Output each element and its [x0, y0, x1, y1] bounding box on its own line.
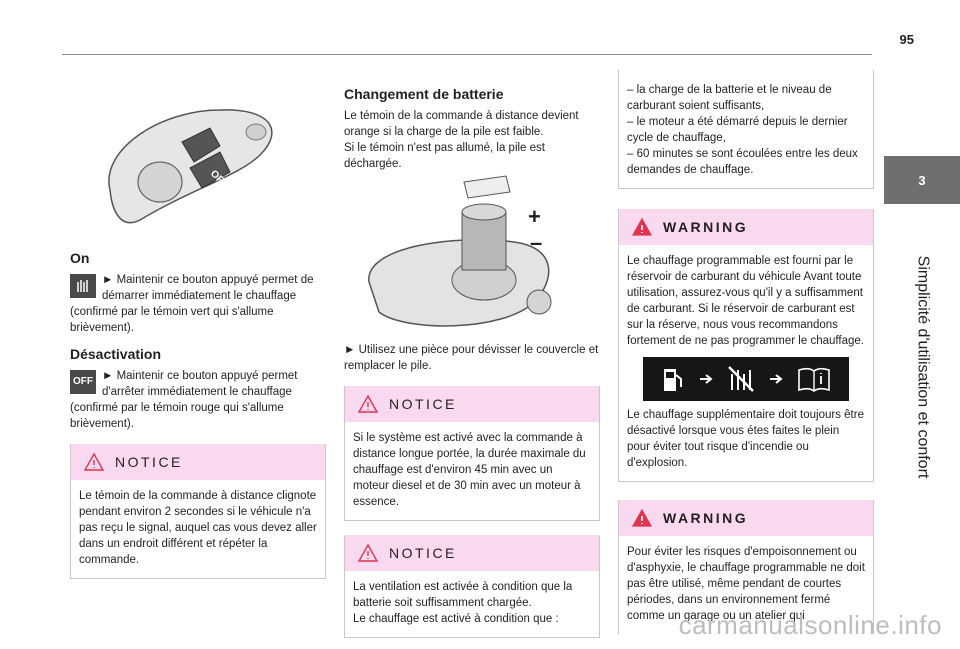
arrow-right-icon — [699, 374, 713, 384]
fuel-pump-icon — [664, 369, 683, 391]
warning-label-1: WARNING — [663, 219, 749, 235]
remote-control-image: OFF — [108, 109, 273, 224]
off-icon: OFF — [70, 370, 96, 394]
heater-icon — [70, 274, 96, 298]
notice-box-1: NOTICE Si le système est activé avec la … — [344, 386, 600, 521]
deact-text-first: ► Maintenir ce bouton appuyé permet d'ar… — [102, 370, 298, 398]
warning-header-1: WARNING — [619, 209, 873, 245]
warning-triangle-icon — [631, 508, 653, 527]
chapter-title: Simplicité d'utilisation et confort — [914, 255, 931, 479]
on-heading: On — [70, 250, 90, 266]
warning-header-2: WARNING — [619, 500, 873, 536]
battery-cover-image — [368, 175, 552, 327]
column-2: Changement de batterie Le témoin de la c… — [344, 70, 600, 638]
remote-illustration: OFF — [70, 70, 326, 250]
column-3: – la charge de la batterie et le niveau … — [618, 70, 874, 634]
warning-text-1b: Le chauffage supplémentaire doit toujour… — [627, 409, 864, 469]
warning-box-1: WARNING Le chauffage programmable est fo… — [618, 209, 874, 482]
on-text-rest: (confirmé par le témoin vert qui s'allum… — [70, 306, 274, 334]
watermark[interactable]: carmanualsonline.info — [678, 610, 942, 640]
chapter-title-wrap: Simplicité d'utilisation et confort — [906, 222, 938, 512]
warning-box-2: WARNING Pour éviter les risques d'empois… — [618, 500, 874, 634]
header-rule — [62, 54, 872, 55]
warning-triangle-icon — [357, 543, 379, 562]
warning-body-1: Le chauffage programmable est fourni par… — [619, 245, 873, 481]
plus-sign: + — [528, 204, 541, 229]
page-number: 95 — [899, 32, 914, 47]
warning-triangle-icon — [357, 394, 379, 413]
deactivation-heading: Désactivation — [70, 346, 162, 362]
deact-text-rest: (confirmé par le témoin rouge qui s'allu… — [70, 402, 284, 430]
notice-header-2: NOTICE — [345, 535, 599, 571]
heater-crossed-icon — [728, 366, 754, 392]
notice-header: NOTICE — [71, 444, 325, 480]
notice-text: Le témoin de la commande à distance clig… — [79, 490, 317, 566]
notice-label-2: NOTICE — [389, 545, 457, 561]
on-instruction: ► Maintenir ce bouton appuyé permet de d… — [70, 272, 326, 304]
battery-text: Le témoin de la commande à distance devi… — [344, 110, 579, 170]
notice-box: NOTICE Le témoin de la commande à distan… — [70, 444, 326, 579]
on-text-first: ► Maintenir ce bouton appuyé permet de d… — [102, 274, 314, 302]
battery-illustration: + – — [344, 172, 600, 342]
chapter-tab[interactable]: 3 — [884, 156, 960, 204]
battery-heading: Changement de batterie — [344, 86, 504, 102]
arrow-right-icon — [770, 374, 783, 384]
warning-text-1: Le chauffage programmable est fourni par… — [627, 255, 864, 347]
warning-label-2: WARNING — [663, 510, 749, 526]
coin-text: ► Utilisez une pièce pour dévisser le co… — [344, 344, 599, 372]
fuel-warning-pictogram — [643, 357, 849, 401]
column-1: OFF On ► Maintenir ce bouton appuyé perm… — [70, 70, 326, 579]
notice-box-2: NOTICE La ventilation est activée à cond… — [344, 535, 600, 638]
notice-label-1: NOTICE — [389, 396, 457, 412]
chapter-sidebar: 3 Simplicité d'utilisation et confort — [884, 54, 960, 649]
minus-sign: – — [530, 230, 543, 255]
notice-text-2: La ventilation est activée à condition q… — [353, 581, 573, 625]
warning-triangle-icon — [631, 217, 653, 236]
deactivation-instruction: OFF ► Maintenir ce bouton appuyé permet … — [70, 368, 326, 400]
warning-triangle-icon — [83, 452, 105, 471]
warning-text-2: Pour éviter les risques d'empoisonnement… — [627, 546, 865, 622]
notice-label: NOTICE — [115, 454, 183, 470]
notice-header-1: NOTICE — [345, 386, 599, 422]
notice-text-1: Si le système est activé avec la command… — [353, 432, 586, 508]
conditions-box: – la charge de la batterie et le niveau … — [618, 70, 874, 189]
conditions-text: – la charge de la batterie et le niveau … — [627, 84, 858, 176]
manual-book-icon — [797, 367, 830, 392]
